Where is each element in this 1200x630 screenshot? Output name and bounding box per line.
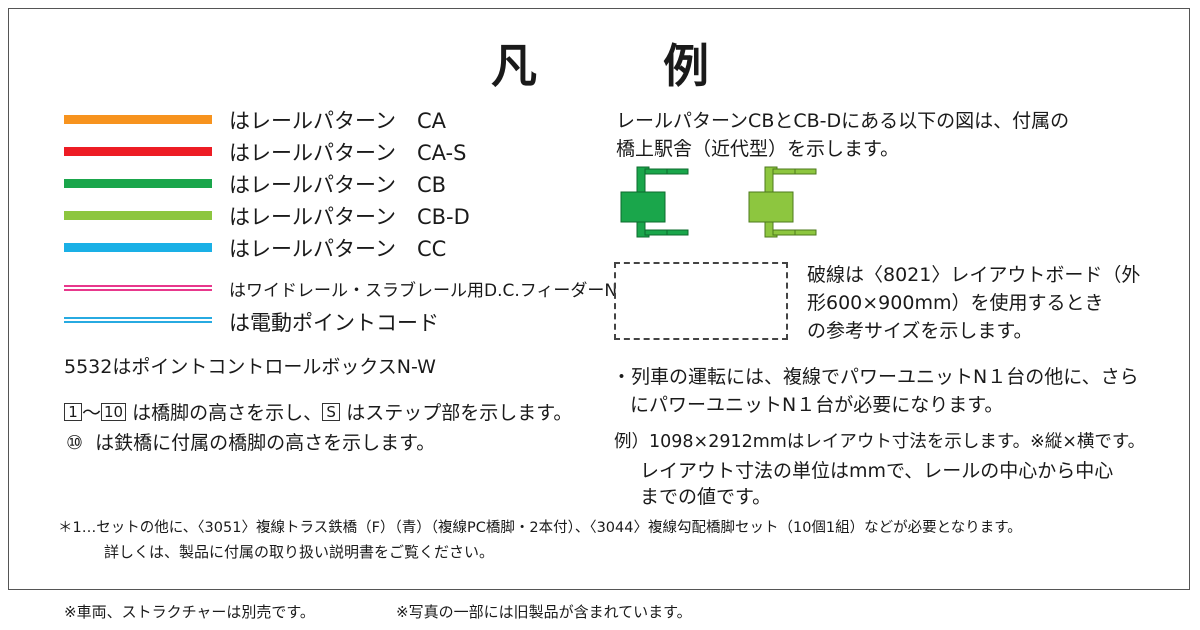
power-note-line1: ・列車の運転には、複線でパワーユニットN１台の他に、さら: [612, 366, 1139, 388]
station-note-line1: レールパターンCBとCB-Dにある以下の図は、付属の: [616, 110, 1070, 132]
iron-bridge-note: ⑩ は鉄橋に付属の橋脚の高さを示します。: [66, 428, 435, 455]
circled-10: ⑩: [66, 432, 84, 454]
feeder-label: はワイドレール・スラブレール用D.C.フィーダーN: [229, 281, 618, 301]
line-swatch-cc: [64, 243, 212, 252]
iron-bridge-text: は鉄橋に付属の橋脚の高さを示します。: [95, 432, 436, 454]
pier-text-b: はステップ部を示します。: [346, 402, 573, 424]
station-note-line2: 橋上駅舎（近代型）を示します。: [616, 138, 900, 160]
step-box-s: S: [322, 403, 341, 421]
legend-title: 凡 例: [491, 39, 749, 93]
example-note-line3: までの値です。: [640, 486, 772, 508]
legend-label-ca: はレールパターン CA: [229, 109, 446, 133]
power-note-line2: にパワーユニットN１台が必要になります。: [630, 394, 1004, 416]
line-swatch-cb: [64, 179, 212, 188]
example-note-line2: レイアウト寸法の単位はmmで、レールの中心から中心: [640, 460, 1114, 482]
pier-box-1: 1: [64, 403, 82, 421]
legend-label-cb-d: はレールパターン CB-D: [229, 205, 470, 229]
station-icon-light-green: [748, 166, 817, 238]
bottom-note-right: ※写真の一部には旧製品が含まれています。: [396, 603, 692, 621]
line-swatch-cb-d: [64, 211, 212, 220]
example-note-line1: 例）1098×2912mmはレイアウト寸法を示します。※縦×横です。: [614, 432, 1146, 452]
legend-label-ca-s: はレールパターン CA-S: [229, 141, 467, 165]
dashed-note-line3: の参考サイズを示します。: [807, 320, 1033, 342]
legend-label-cc: はレールパターン CC: [229, 237, 447, 261]
pier-tilde: ～: [82, 402, 102, 424]
legend-frame: [8, 8, 1190, 590]
pier-height-note: 1～10 は橋脚の高さを示し、S はステップ部を示します。: [64, 398, 572, 425]
pier-text-a: は橋脚の高さを示し、: [132, 402, 323, 424]
dashed-note-line2: 形600×900mm）を使用するとき: [807, 292, 1104, 314]
bottom-note-left: ※車両、ストラクチャーは別売です。: [64, 603, 315, 621]
line-swatch-ca: [64, 115, 212, 124]
dashed-note-line1: 破線は〈8021〉レイアウトボード（外: [807, 264, 1141, 286]
footnote-line1: ＊1…セットの他に、〈3051〉複線トラス鉄橋（F）（青）（複線PC橋脚・2本付…: [58, 520, 1022, 536]
station-icon-dark-green: [620, 166, 689, 238]
legend-label-cb: はレールパターン CB: [229, 173, 447, 197]
cord-swatch: [64, 317, 212, 323]
control-box-note: 5532はポイントコントロールボックスN-W: [64, 356, 436, 378]
line-swatch-ca-s: [64, 147, 212, 156]
layout-board-dashed-box: [614, 262, 788, 340]
cord-label: は電動ポイントコード: [229, 311, 439, 335]
footnote-line2: 詳しくは、製品に付属の取り扱い説明書をご覧ください。: [104, 543, 495, 561]
pier-box-10: 10: [101, 403, 127, 421]
feeder-swatch: [64, 285, 212, 291]
